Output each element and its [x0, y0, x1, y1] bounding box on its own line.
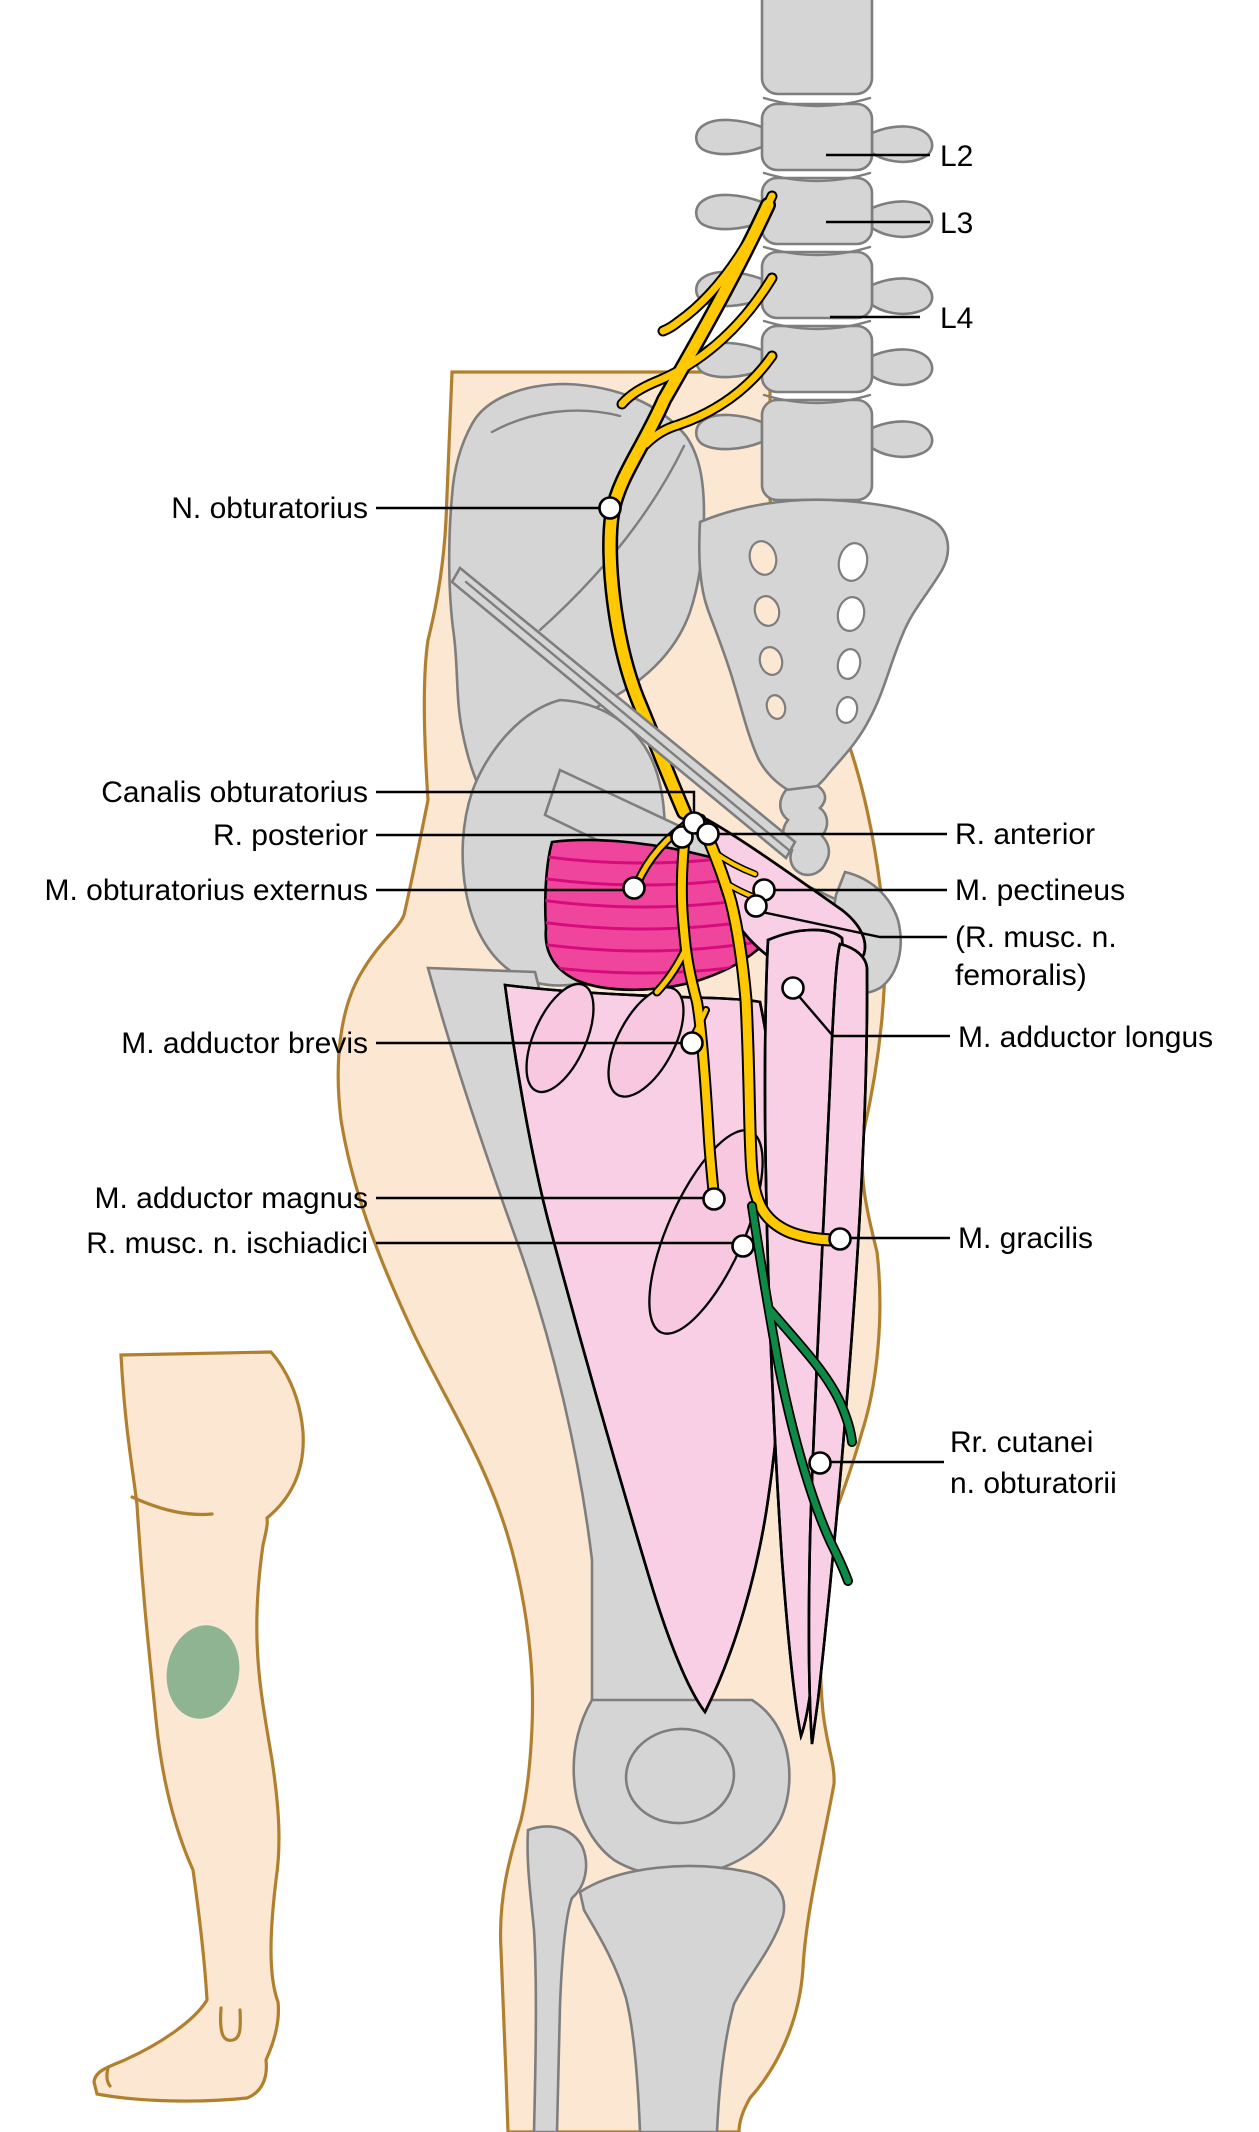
fibula-bone: [526, 1825, 588, 2132]
label-m-pectineus: M. pectineus: [955, 874, 1125, 907]
label-r-posterior: R. posterior: [213, 819, 368, 852]
buttock-crease: [130, 1495, 214, 1517]
marker-m-gracilis: [828, 1227, 852, 1251]
label-l4: L4: [940, 302, 973, 335]
marker-r-musc-n-ischiadici: [731, 1234, 755, 1258]
label-r-musc-n-femoralis-line2: femoralis): [955, 959, 1087, 992]
leader-r-musc-n-femoralis: [761, 910, 947, 939]
label-m-adductor-brevis: M. adductor brevis: [121, 1027, 368, 1060]
sacral-foramina: [748, 540, 869, 724]
toe-line: [105, 2066, 112, 2088]
marker-r-musc-n-femoralis: [744, 894, 768, 918]
label-n-obturatorius: N. obturatorius: [171, 492, 368, 525]
label-canalis-obturatorius: Canalis obturatorius: [101, 776, 368, 809]
marker-rr-cutanei: [808, 1451, 832, 1475]
label-rr-cutanei-line2: n. obturatorii: [950, 1467, 1117, 1500]
sacrum-bone: [697, 498, 950, 877]
label-m-gracilis: M. gracilis: [958, 1222, 1093, 1255]
coccyx-bone: [778, 784, 831, 877]
lumbar-spine: [694, 0, 934, 502]
label-rr-cutanei-line1: Rr. cutanei: [950, 1426, 1093, 1459]
label-l3: L3: [940, 207, 973, 240]
text-labels: L2 L3 L4 N. obturatorius Canalis obturat…: [45, 140, 1214, 1500]
patella-bone: [624, 1727, 736, 1825]
marker-n-obturatorius: [598, 496, 622, 520]
marker-m-adductor-longus: [781, 976, 805, 1000]
label-r-musc-n-ischiadici: R. musc. n. ischiadici: [86, 1227, 368, 1260]
transverse-processes-right: [870, 125, 934, 459]
leader-lines: [376, 153, 950, 1464]
tibia-bone: [578, 1864, 786, 2132]
leader-m-adductor-longus: [796, 993, 950, 1038]
inset-leg: [92, 1350, 305, 2103]
marker-dots: [598, 496, 852, 1475]
label-r-anterior: R. anterior: [955, 818, 1095, 851]
marker-r-anterior: [696, 822, 720, 846]
obturator-nerve-branches: [632, 813, 844, 1247]
cutaneous-area-patch: [166, 1625, 240, 1719]
marker-m-adductor-magnus: [702, 1187, 726, 1211]
label-m-obturatorius-externus: M. obturatorius externus: [45, 874, 368, 907]
label-m-adductor-magnus: M. adductor magnus: [95, 1182, 368, 1215]
marker-m-adductor-brevis: [680, 1031, 704, 1055]
label-l2: L2: [940, 140, 973, 173]
gracilis-muscle: [807, 942, 869, 1745]
marker-m-obturatorius-externus: [622, 876, 646, 900]
label-m-adductor-longus: M. adductor longus: [958, 1021, 1213, 1054]
leader-canalis: [376, 790, 696, 814]
cutaneous-branches-nerve: [747, 1201, 857, 1586]
label-r-musc-n-femoralis-line1: (R. musc. n.: [955, 921, 1117, 954]
vertebral-bodies: [760, 0, 874, 502]
ankle-mark: [218, 2006, 242, 2042]
